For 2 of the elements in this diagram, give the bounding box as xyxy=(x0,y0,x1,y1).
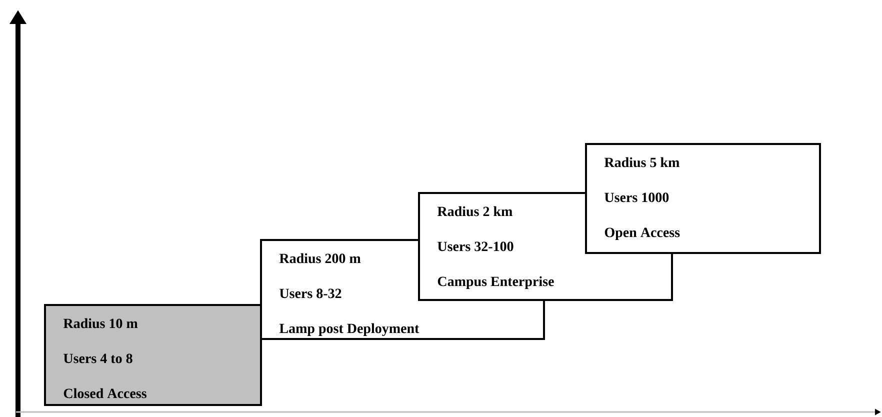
step-box: Radius 10 m Users 4 to 8 Closed Access xyxy=(44,304,262,406)
step-box: Radius 5 km Users 1000 Open Access xyxy=(585,143,822,254)
